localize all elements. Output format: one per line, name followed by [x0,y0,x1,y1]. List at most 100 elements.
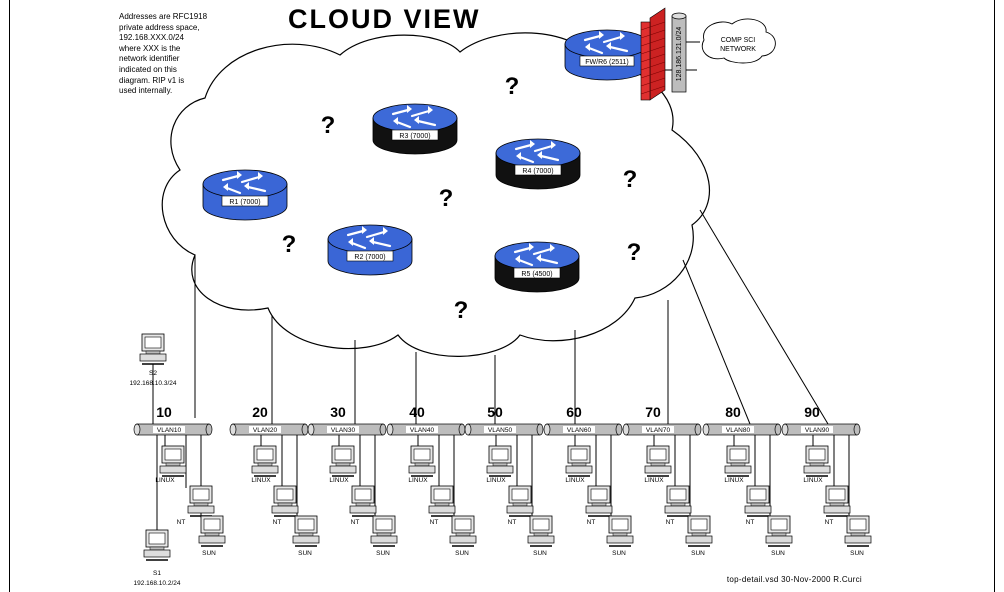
nt-host[interactable] [187,485,215,517]
monitor-screen [511,488,529,501]
arrow-head [537,151,542,159]
monitor-stand [591,502,607,507]
nt-host[interactable] [585,485,613,517]
monitor-screen [375,518,393,531]
monitor-screen [849,518,867,531]
sun-label: SUN [298,550,312,557]
sun-host[interactable] [449,515,477,547]
server-s2[interactable] [139,333,167,365]
nt-host[interactable] [823,485,851,517]
router-r2[interactable]: R2 (7000) [327,224,413,276]
nt-host[interactable] [664,485,692,517]
sun-host[interactable] [370,515,398,547]
arrow-head [393,117,398,125]
bus-end [615,423,623,436]
linux-host[interactable] [329,445,357,477]
vlan-label: VLAN20 [253,427,278,434]
server-s1-name: S1 [153,570,161,577]
firewall-side [649,7,666,101]
linux-label: LINUX [155,477,175,484]
nt-host[interactable] [349,485,377,517]
router-r1[interactable]: R1 (7000) [202,169,288,221]
linux-host[interactable] [251,445,279,477]
monitor-stand [670,502,686,507]
router-arrows-icon [346,226,392,250]
router-label: FW/R6 (2511) [585,59,628,66]
footer-credit: top-detail.vsd 30-Nov-2000 R.Curci [726,575,862,584]
sun-label: SUN [202,550,216,557]
linux-host[interactable] [644,445,672,477]
sun-host[interactable] [606,515,634,547]
router-r4[interactable]: R4 (7000) [495,138,581,190]
router-label: R4 (7000) [522,168,553,175]
arrow-head [516,152,521,160]
comp-sci-label: COMP SCI [721,37,756,44]
pc-base [644,465,672,474]
monitor-stand [376,532,392,537]
router-fw[interactable]: FW/R6 (2511) [564,29,650,81]
server-s1[interactable] [143,529,171,561]
sun-host[interactable] [198,515,226,547]
monitor-stand [335,462,351,467]
sun-label: SUN [691,550,705,557]
monitor-screen [729,448,747,461]
linux-host[interactable] [724,445,752,477]
arrow-line [587,46,604,55]
router-label-box [346,250,394,262]
nt-label: NT [273,519,282,526]
router-top [202,169,288,199]
pc-base [724,465,752,474]
router-top [372,103,458,133]
bus-label-bg [249,426,281,433]
sun-host[interactable] [685,515,713,547]
linux-host[interactable] [803,445,831,477]
external-subnet-label: 128.186.121.0/24 [676,27,683,82]
linux-label: LINUX [644,477,664,484]
nt-host[interactable] [428,485,456,517]
linux-label: LINUX [486,477,506,484]
monitor-screen [611,518,629,531]
server-s1-ip: 192.168.10.2/24 [134,580,181,587]
nt-host[interactable] [271,485,299,517]
nt-host[interactable] [744,485,772,517]
router-label: R3 (7000) [399,133,430,140]
sun-host[interactable] [844,515,872,547]
monitor-stand [434,502,450,507]
router-r5[interactable]: R5 (4500) [494,241,580,293]
monitor-screen [297,518,315,531]
monitor-stand [512,502,528,507]
server-s2-ip: 192.168.10.3/24 [130,380,177,387]
linux-host[interactable] [486,445,514,477]
sun-host[interactable] [292,515,320,547]
router-top [495,138,581,168]
sun-label: SUN [455,550,469,557]
linux-label: LINUX [565,477,585,484]
question-mark: ? [282,231,297,258]
linux-host[interactable] [159,445,187,477]
pc-base [486,465,514,474]
server-s2-name: S2 [149,370,157,377]
pipe-end [671,12,687,20]
sun-host[interactable] [527,515,555,547]
arrow-line [538,257,559,265]
monitor-screen [354,488,372,501]
router-r3[interactable]: R3 (7000) [372,103,458,155]
sun-host[interactable] [765,515,793,547]
linux-host[interactable] [408,445,436,477]
vlan-number: 10 [156,404,172,420]
linux-label: LINUX [408,477,428,484]
question-mark: ? [627,239,642,266]
nt-host[interactable] [506,485,534,517]
arrow-line [240,175,261,184]
linux-host[interactable] [565,445,593,477]
nt-label: NT [430,519,439,526]
